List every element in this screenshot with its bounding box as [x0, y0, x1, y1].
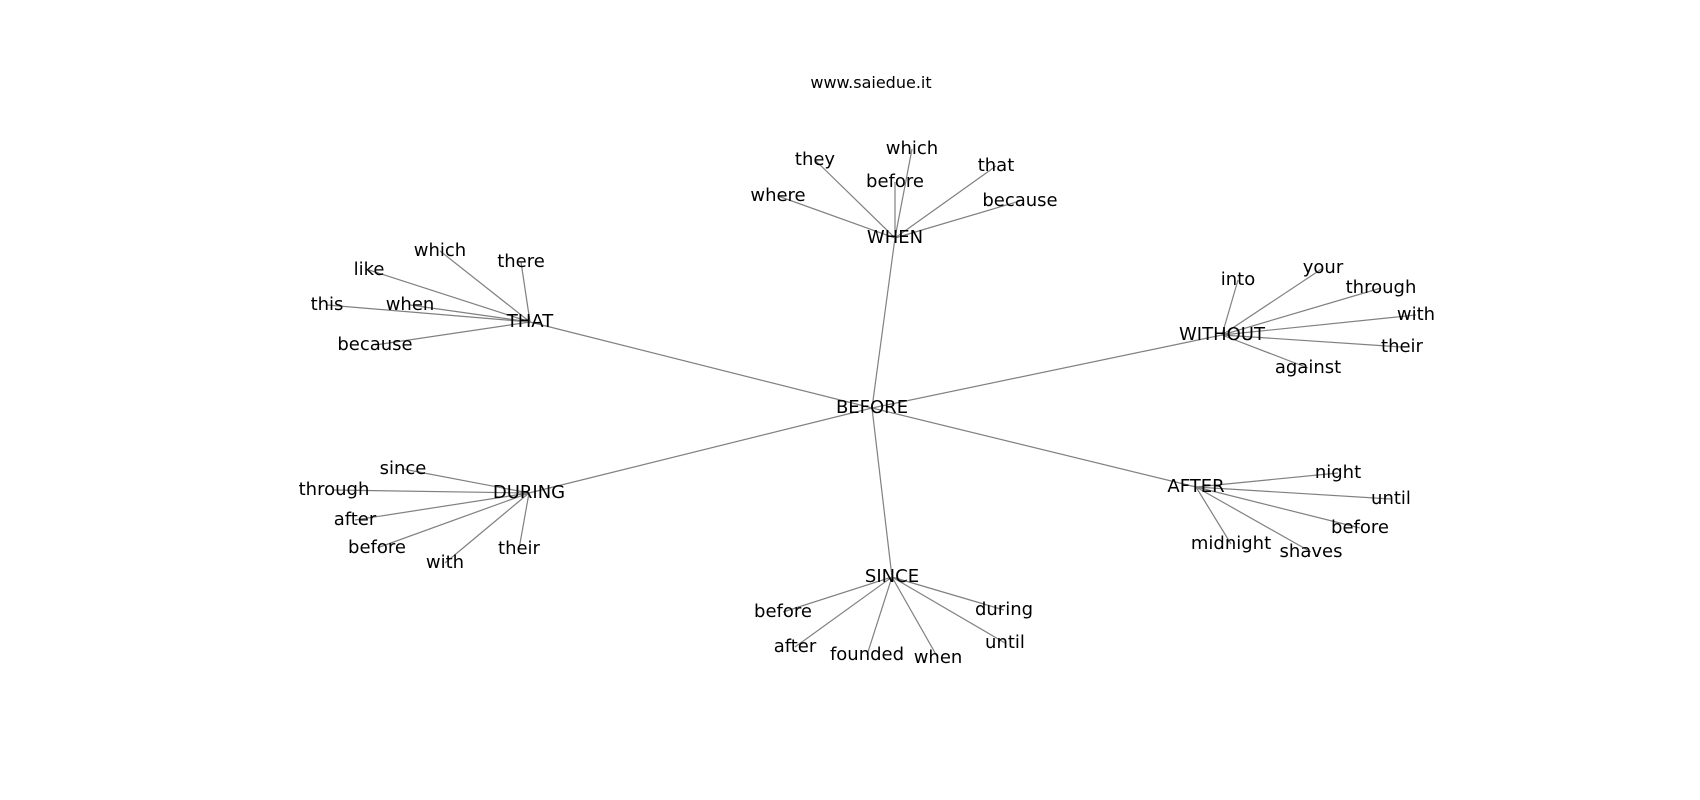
- edge-since-when: [891, 576, 939, 659]
- leaf-node-without-with: with: [1397, 304, 1435, 325]
- edge-that-there: [520, 261, 531, 323]
- leaf-node-since-before: before: [754, 601, 812, 622]
- edge-without-your: [1221, 267, 1324, 336]
- leaf-node-during-since: since: [380, 458, 427, 479]
- edge-when-because: [894, 200, 1021, 239]
- edge-without-their: [1221, 334, 1403, 348]
- edge-root-during: [528, 407, 873, 494]
- leaf-node-that-this: this: [311, 294, 344, 315]
- leaf-node-when-because: because: [982, 190, 1057, 211]
- edge-that-when: [409, 304, 531, 323]
- edge-since-after: [794, 576, 893, 648]
- edge-after-shaves: [1195, 486, 1312, 553]
- edge-when-they: [814, 159, 896, 239]
- branch-node-during: DURING: [493, 482, 565, 503]
- branch-node-that: THAT: [506, 311, 554, 332]
- leaf-node-after-shaves: shaves: [1280, 541, 1343, 562]
- edge-after-until: [1195, 486, 1392, 500]
- edge-root-after: [871, 407, 1197, 488]
- leaf-node-after-before: before: [1331, 517, 1389, 538]
- edge-during-since: [402, 468, 530, 494]
- leaf-node-after-night: night: [1315, 462, 1361, 483]
- leaf-node-without-through: through: [1346, 277, 1417, 298]
- edge-after-before: [1195, 486, 1361, 529]
- edge-since-during: [891, 576, 1005, 611]
- leaf-node-when-they: they: [795, 149, 836, 170]
- edge-since-until: [891, 576, 1006, 644]
- edges-layer: [326, 148, 1417, 659]
- edge-since-founded: [866, 576, 893, 656]
- leaf-node-after-until: until: [1371, 488, 1411, 509]
- edge-during-before: [376, 492, 530, 549]
- leaf-node-during-after: after: [334, 509, 377, 530]
- leaf-node-during-their: their: [498, 538, 541, 559]
- leaf-node-during-through: through: [299, 479, 370, 500]
- edge-without-into: [1221, 279, 1239, 336]
- edge-root-without: [871, 334, 1223, 409]
- leaf-node-during-before: before: [348, 537, 406, 558]
- edge-root-since: [871, 407, 893, 578]
- leaf-node-without-into: into: [1221, 269, 1255, 290]
- edge-root-when: [871, 237, 896, 409]
- leaf-node-when-that: that: [978, 155, 1015, 176]
- leaf-node-since-founded: founded: [830, 644, 904, 665]
- diagram-title: www.saiedue.it: [810, 73, 931, 92]
- leaf-node-after-midnight: midnight: [1191, 533, 1271, 554]
- leaf-node-since-until: until: [985, 632, 1025, 653]
- leaf-node-since-when: when: [914, 647, 963, 668]
- leaf-node-since-after: after: [774, 636, 817, 657]
- root-node-label: BEFORE: [836, 397, 908, 418]
- edge-that-which: [439, 250, 531, 323]
- leaf-node-without-against: against: [1275, 357, 1341, 378]
- edge-when-which: [894, 148, 913, 239]
- branch-node-when: WHEN: [867, 227, 923, 248]
- branch-node-after: AFTER: [1167, 476, 1224, 497]
- edge-without-with: [1221, 314, 1417, 336]
- edge-during-with: [444, 492, 530, 564]
- leaf-node-that-like: like: [354, 259, 385, 280]
- edge-without-against: [1221, 334, 1309, 369]
- edge-during-their: [518, 492, 530, 550]
- leaf-node-without-your: your: [1303, 257, 1344, 278]
- leaf-node-since-during: during: [975, 599, 1033, 620]
- edge-after-midnight: [1195, 486, 1232, 545]
- leaf-node-without-their: their: [1381, 336, 1424, 357]
- branch-node-since: SINCE: [865, 566, 919, 587]
- labels-layer: BEFORE WHEN they which before that where becaus…: [299, 138, 1435, 668]
- edge-during-through: [333, 489, 530, 494]
- edge-without-through: [1221, 287, 1382, 336]
- edge-during-after: [354, 492, 530, 521]
- edge-after-night: [1195, 472, 1339, 488]
- branch-node-without: WITHOUT: [1179, 324, 1266, 345]
- leaf-node-during-with: with: [426, 552, 464, 573]
- leaf-node-when-where: where: [750, 185, 805, 206]
- edge-that-like: [368, 269, 531, 323]
- leaf-node-that-which: which: [414, 240, 466, 261]
- leaf-node-that-when: when: [386, 294, 435, 315]
- edge-when-that: [894, 165, 997, 239]
- edge-that-because: [374, 321, 531, 346]
- edge-that-this: [326, 304, 531, 323]
- edge-since-before: [782, 576, 893, 613]
- leaf-node-when-which: which: [886, 138, 938, 159]
- leaf-node-that-there: there: [497, 251, 545, 272]
- edge-when-where: [777, 195, 896, 239]
- edge-root-that: [529, 321, 873, 409]
- leaf-node-that-because: because: [337, 334, 412, 355]
- leaf-node-when-before: before: [866, 171, 924, 192]
